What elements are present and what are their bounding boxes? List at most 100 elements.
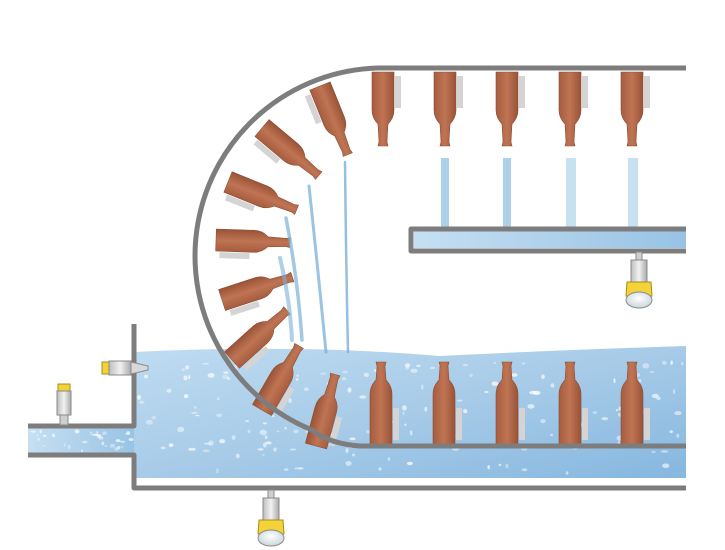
bubble: [550, 433, 553, 437]
bubble: [96, 431, 98, 434]
upper-trough-wall: [408, 226, 686, 254]
bottle-holder: [243, 346, 270, 371]
top-bottle: [620, 71, 650, 147]
bubble: [424, 406, 428, 412]
bubble: [137, 394, 141, 400]
drum-bottle: [252, 342, 304, 416]
bubble: [114, 447, 120, 451]
bubble: [505, 463, 509, 469]
bottle-holder: [582, 408, 588, 440]
bubble: [104, 445, 108, 447]
bubble: [30, 430, 36, 433]
bottle-holder: [457, 76, 463, 108]
bubble: [662, 361, 667, 365]
turning-drum-wall: [192, 65, 686, 449]
bottle: [495, 71, 519, 147]
bottle-holder: [253, 139, 281, 164]
bubble: [145, 419, 153, 425]
bubble: [102, 431, 107, 436]
bubble: [511, 373, 518, 377]
bubble: [290, 448, 296, 451]
jet-drum-2: [307, 184, 328, 354]
bubble: [259, 429, 267, 435]
bubble: [216, 397, 220, 401]
bubble: [601, 417, 609, 421]
bubble: [672, 389, 676, 394]
bubble: [366, 430, 370, 434]
drum-bottle: [224, 306, 291, 371]
bubble: [39, 429, 42, 434]
bubble: [642, 363, 650, 369]
bubble: [82, 440, 88, 444]
bubble: [271, 415, 275, 418]
bubble: [216, 468, 219, 474]
bubble: [406, 461, 413, 466]
bubble: [183, 375, 188, 381]
bubble: [484, 391, 489, 393]
bubble: [402, 411, 405, 416]
bubble: [303, 387, 309, 392]
bubble: [527, 404, 535, 409]
walls: [28, 65, 686, 491]
bubble: [265, 441, 272, 445]
bubble: [177, 426, 185, 433]
bottle: [620, 361, 644, 445]
bottle: [254, 119, 323, 180]
top-bottle: [495, 71, 525, 147]
bottle: [252, 342, 304, 416]
bubble: [185, 365, 190, 370]
bubble: [662, 463, 670, 469]
bubble: [67, 444, 71, 449]
bubble: [430, 366, 435, 369]
upper-trough-water: [414, 230, 686, 248]
bubble: [469, 373, 473, 377]
bubble: [363, 372, 370, 377]
bubble: [410, 368, 418, 373]
bubble: [74, 429, 80, 434]
bubble: [139, 400, 145, 404]
bubble: [202, 449, 210, 453]
jet-top-2: [503, 158, 511, 230]
tank-bottle: [558, 361, 588, 445]
bubble: [404, 363, 411, 368]
bottle-holder: [304, 94, 322, 125]
bubble: [298, 467, 304, 470]
jet-drum-1: [343, 160, 350, 354]
bubble: [247, 430, 251, 433]
bubble: [37, 437, 40, 441]
bubble: [115, 439, 121, 443]
bubble: [670, 360, 673, 365]
bubble: [638, 379, 642, 383]
drum-bottle: [253, 119, 323, 180]
bottle: [224, 306, 291, 369]
bubble: [101, 441, 105, 446]
bubble: [618, 412, 622, 417]
drum-bottle: [218, 271, 295, 316]
bubble: [284, 426, 287, 430]
jet-drum-3: [284, 216, 304, 342]
bubble: [117, 445, 121, 450]
bubble: [550, 383, 555, 388]
bottle-holder: [393, 408, 399, 440]
bottle: [218, 271, 295, 311]
bubble: [295, 378, 299, 381]
bottle: [309, 81, 353, 157]
bubble: [160, 446, 166, 450]
bubble: [257, 448, 264, 451]
bubble: [345, 461, 352, 466]
bubble: [245, 420, 250, 422]
radar-sensor-trough: [625, 251, 653, 309]
bottle-holder: [519, 76, 525, 108]
top-bottle: [371, 71, 401, 147]
bubble: [203, 442, 211, 445]
bubble: [674, 411, 682, 416]
bubble: [296, 374, 300, 377]
bubble: [166, 388, 172, 393]
bubble: [183, 394, 189, 399]
jet-drum-4: [278, 256, 294, 342]
bubble: [231, 435, 236, 440]
bubble: [293, 429, 299, 434]
bubble: [221, 374, 229, 380]
bubble: [345, 448, 349, 453]
